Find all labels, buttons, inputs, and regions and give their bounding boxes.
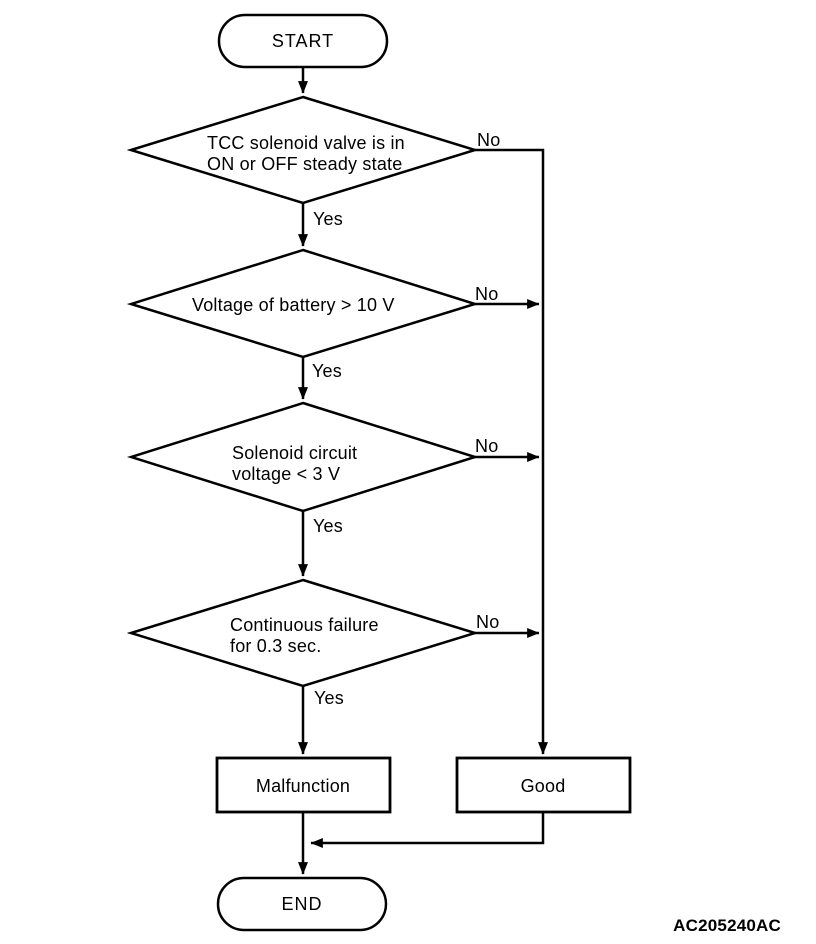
decision-1-text-line-2: ON or OFF steady state (207, 154, 402, 174)
edge-label-no-3: No (475, 436, 498, 456)
node-start: START (217, 13, 389, 69)
edge-label-no-1: No (477, 130, 500, 150)
end-terminator-shape (216, 876, 388, 932)
yes-labels-group: Yes Yes Yes Yes (312, 209, 344, 708)
node-good: Good (455, 756, 632, 814)
decision-3-text-line-2: voltage < 3 V (232, 464, 340, 484)
node-end: END (216, 876, 388, 932)
malfunction-process-shape (215, 756, 392, 814)
figure-code: AC205240AC (673, 916, 781, 935)
decision-4-diamond-shape (126, 578, 480, 688)
start-label: START (272, 31, 334, 51)
decision-1-text-line-1: TCC solenoid valve is in (207, 133, 405, 153)
good-process-shape (455, 756, 632, 814)
decision-3-text-line-1: Solenoid circuit (232, 443, 357, 463)
no-labels-group: No No No No (475, 130, 500, 632)
edge-label-yes-3: Yes (313, 516, 343, 536)
edge-label-yes-4: Yes (314, 688, 344, 708)
start-terminator-shape (217, 13, 389, 69)
node-decision-battery-voltage: Voltage of battery > 10 V (126, 248, 480, 359)
decision-4-text-line-2: for 0.3 sec. (230, 636, 321, 656)
malfunction-label: Malfunction (256, 776, 350, 796)
end-label: END (281, 894, 322, 914)
edge-label-no-4: No (476, 612, 499, 632)
edge-d1-no-to-good (475, 148, 548, 755)
good-label: Good (521, 776, 566, 796)
node-decision-continuous-failure: Continuous failure for 0.3 sec. (126, 578, 480, 688)
decision-3-diamond-shape (126, 401, 480, 513)
decision-2-text-line-1: Voltage of battery > 10 V (192, 295, 395, 315)
decision-1-diamond-shape (126, 95, 480, 205)
node-decision-solenoid-circuit-voltage: Solenoid circuit voltage < 3 V (126, 401, 480, 513)
node-malfunction: Malfunction (215, 756, 392, 814)
decision-4-text-line-1: Continuous failure (230, 615, 379, 635)
edge-label-yes-2: Yes (312, 361, 342, 381)
edge-label-yes-1: Yes (313, 209, 343, 229)
edges-group (298, 67, 548, 875)
node-decision-tcc-steady-state: TCC solenoid valve is in ON or OFF stead… (126, 95, 480, 205)
edge-label-no-2: No (475, 284, 498, 304)
edge-good-to-end-merge (310, 812, 545, 848)
decision-2-diamond-shape (126, 248, 480, 359)
